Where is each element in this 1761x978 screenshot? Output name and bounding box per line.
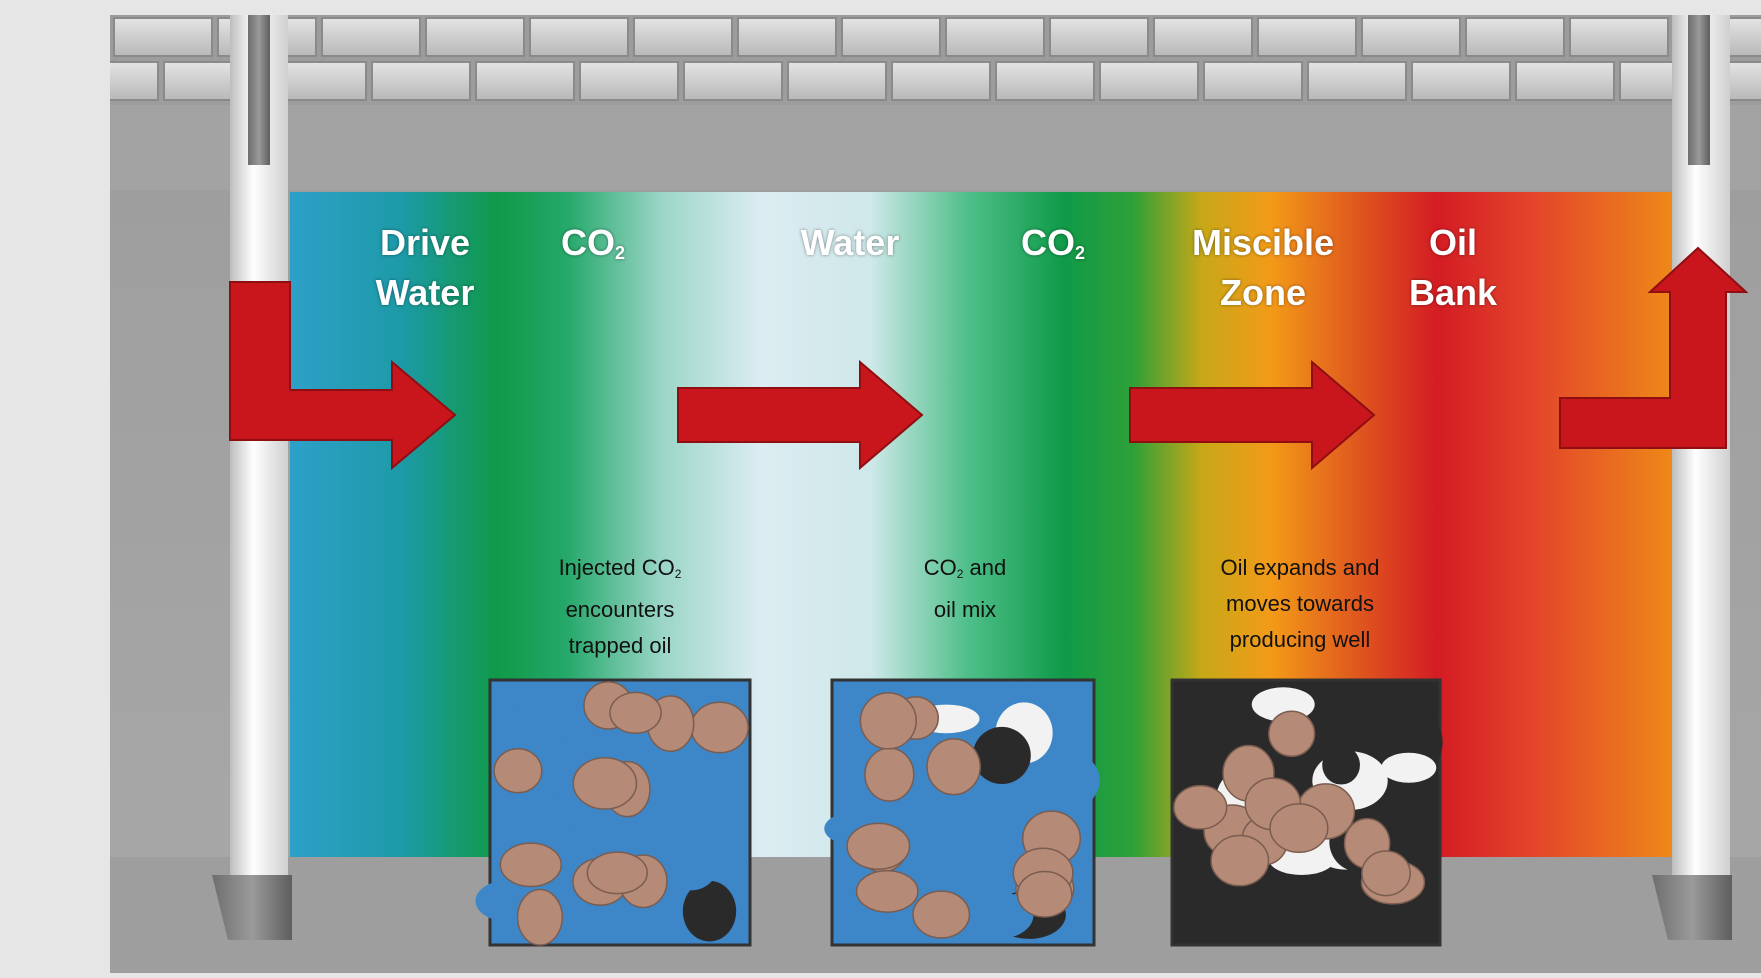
pore-fluid — [972, 726, 1031, 785]
brick — [995, 61, 1095, 101]
brick — [371, 61, 471, 101]
rock-grain — [499, 842, 562, 888]
brick — [633, 17, 733, 57]
brick — [1203, 61, 1303, 101]
rock-grain — [1268, 710, 1316, 758]
brick — [1153, 17, 1253, 57]
brick — [425, 17, 525, 57]
zone-label-co2-first: CO2 — [560, 222, 625, 263]
rock-grain — [846, 822, 911, 870]
brick — [891, 61, 991, 101]
brick — [1515, 61, 1615, 101]
pore-scale-inset — [824, 678, 1100, 947]
brick — [1049, 17, 1149, 57]
rock-grain — [516, 888, 563, 946]
brick — [1723, 61, 1761, 101]
rock-grain — [572, 757, 638, 810]
zone-label-water: Water — [800, 222, 900, 263]
brick — [1569, 17, 1669, 57]
brick — [1257, 17, 1357, 57]
brick — [1411, 61, 1511, 101]
pore-fluid — [1025, 749, 1100, 812]
brick — [1361, 17, 1461, 57]
rock-grain — [864, 747, 915, 802]
overburden-band — [110, 105, 1761, 190]
flow-arrow-icon — [229, 246, 1749, 471]
brick — [1465, 17, 1565, 57]
pore-fluid — [1322, 745, 1360, 785]
rock-grain — [1210, 834, 1270, 887]
zone-label-co2-second: CO2 — [1020, 222, 1085, 263]
brick — [945, 17, 1045, 57]
rock-grain — [493, 747, 543, 794]
brick — [841, 17, 941, 57]
pore-scale-inset — [475, 678, 752, 947]
pore-fluid — [682, 880, 737, 942]
rock-grain — [609, 691, 662, 735]
caption-co2-oil-mix: CO2 and oil mix — [923, 555, 1007, 622]
rock-grain — [1016, 870, 1073, 918]
rock-grain — [690, 701, 749, 754]
pore-scale-insets — [475, 678, 1443, 947]
caption-co2-encounters-oil: Injected CO2 encounters trapped oil — [558, 555, 682, 658]
brick — [475, 61, 575, 101]
rock-grain — [1173, 784, 1228, 830]
brick — [1307, 61, 1407, 101]
brick — [787, 61, 887, 101]
brick — [579, 61, 679, 101]
rock-grain — [912, 890, 971, 939]
rock-grain — [855, 869, 919, 913]
rock-grain — [859, 692, 917, 750]
rock-grain — [586, 851, 648, 895]
pore-fluid — [1381, 752, 1437, 783]
brick — [110, 61, 159, 101]
rock-grain — [926, 738, 981, 796]
rock-grain — [1361, 850, 1411, 897]
caption-oil-expands: Oil expands and moves towards producing … — [1220, 555, 1380, 652]
pore-fluid — [544, 699, 595, 739]
rock-grain — [1269, 803, 1329, 854]
brick — [683, 61, 783, 101]
brick — [737, 17, 837, 57]
injection-well-icon — [212, 15, 292, 940]
brick — [321, 17, 421, 57]
caprock-bricks — [110, 17, 1761, 101]
pore-fluid — [662, 827, 721, 891]
brick — [113, 17, 213, 57]
brick — [1099, 61, 1199, 101]
brick — [529, 17, 629, 57]
pore-scale-inset — [1170, 678, 1443, 947]
